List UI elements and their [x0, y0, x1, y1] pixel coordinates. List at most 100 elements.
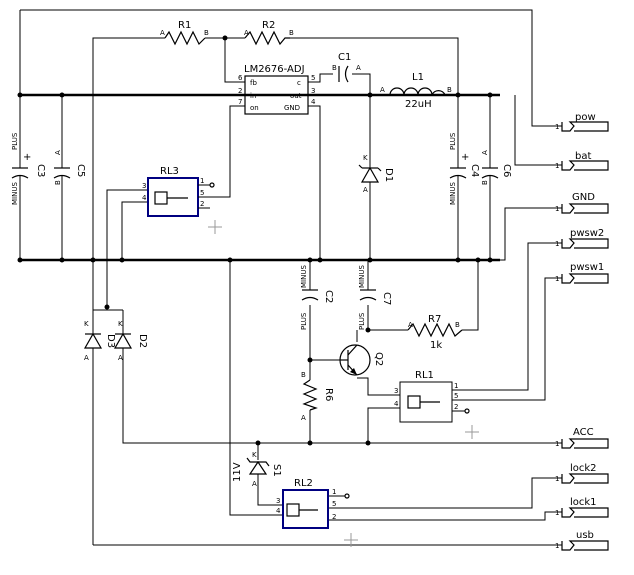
svg-text:C5: C5 [75, 164, 86, 177]
svg-text:A: A [244, 29, 249, 37]
svg-text:6: 6 [238, 74, 243, 82]
svg-text:1: 1 [555, 205, 559, 213]
svg-text:K: K [363, 154, 368, 162]
svg-text:1: 1 [555, 509, 559, 517]
svg-text:fb: fb [250, 79, 257, 87]
connector-bat: bat 1 [555, 151, 609, 171]
diode-d2: D2 K A [113, 310, 148, 362]
svg-text:R2: R2 [262, 20, 275, 31]
svg-text:5: 5 [200, 189, 204, 197]
svg-text:5: 5 [454, 392, 458, 400]
svg-text:MINUS: MINUS [358, 265, 366, 288]
svg-text:Q2: Q2 [373, 352, 384, 366]
svg-text:K: K [84, 320, 89, 328]
svg-text:C2: C2 [323, 290, 334, 303]
ic-lm2676: LM2676-ADJ fb in on c out GND 6 2 7 5 3 … [238, 64, 316, 115]
svg-text:4: 4 [276, 507, 281, 515]
svg-text:PLUS: PLUS [358, 312, 366, 330]
svg-text:1: 1 [200, 177, 204, 185]
connector-usb: usb 1 [555, 530, 609, 551]
capacitor-c3: C3 + PLUS MINUS [11, 132, 46, 205]
svg-text:1: 1 [332, 488, 336, 496]
resistor-r6: R6 B A [301, 371, 334, 422]
svg-text:1: 1 [555, 240, 559, 248]
svg-text:RL2: RL2 [294, 478, 313, 489]
svg-text:22uH: 22uH [405, 99, 432, 110]
capacitor-c6: C6 A B [481, 150, 512, 185]
resistor-r2: R2 A B [244, 20, 294, 46]
svg-text:R1: R1 [178, 20, 191, 31]
svg-text:A: A [301, 414, 306, 422]
resistor-r1: R1 A B [160, 20, 209, 46]
svg-text:2: 2 [454, 403, 458, 411]
svg-text:B: B [481, 180, 489, 185]
svg-text:on: on [250, 104, 259, 112]
svg-text:4: 4 [311, 98, 316, 106]
svg-text:A: A [363, 186, 368, 194]
svg-text:C3: C3 [35, 164, 46, 177]
svg-text:C1: C1 [338, 52, 351, 63]
capacitor-c1: C1 B A [332, 52, 361, 83]
svg-text:1: 1 [454, 382, 458, 390]
svg-text:R7: R7 [428, 314, 441, 325]
svg-text:A: A [54, 150, 62, 155]
svg-text:pwsw1: pwsw1 [570, 262, 604, 273]
svg-text:2: 2 [200, 200, 204, 208]
svg-text:1: 1 [555, 440, 559, 448]
svg-text:R6: R6 [323, 388, 334, 401]
svg-text:D2: D2 [137, 334, 148, 348]
svg-text:GND: GND [284, 104, 300, 112]
svg-text:A: A [481, 150, 489, 155]
svg-text:B: B [301, 371, 306, 379]
svg-text:+: + [23, 152, 31, 163]
origin-marks [208, 220, 479, 547]
svg-text:B: B [447, 86, 452, 94]
svg-text:4: 4 [394, 400, 399, 408]
svg-text:7: 7 [238, 98, 242, 106]
svg-text:1: 1 [555, 475, 559, 483]
svg-text:5: 5 [332, 500, 336, 508]
svg-text:usb: usb [576, 530, 594, 541]
svg-text:pwsw2: pwsw2 [570, 228, 604, 239]
svg-text:1: 1 [555, 275, 559, 283]
svg-text:C7: C7 [381, 292, 392, 305]
svg-text:PLUS: PLUS [300, 312, 308, 330]
capacitor-c7: C7 MINUS PLUS [358, 265, 392, 330]
diode-d3: D3 K A [83, 310, 116, 362]
svg-text:C4: C4 [469, 164, 480, 177]
inductor-l1: L1 22uH A B [380, 72, 452, 110]
svg-text:MINUS: MINUS [300, 265, 308, 288]
svg-text:A: A [408, 321, 413, 329]
svg-text:2: 2 [238, 87, 242, 95]
svg-text:+: + [461, 152, 469, 163]
svg-text:1: 1 [555, 123, 559, 131]
svg-text:5: 5 [311, 74, 315, 82]
svg-text:GND: GND [572, 192, 595, 203]
svg-text:lock1: lock1 [570, 497, 597, 508]
relay-rl2: RL2 1 5 2 3 4 [276, 478, 350, 529]
svg-text:B: B [289, 29, 294, 37]
svg-text:K: K [118, 320, 123, 328]
wires [19, 9, 562, 546]
svg-text:1: 1 [555, 542, 559, 550]
svg-text:A: A [380, 86, 385, 94]
transistor-q2: Q2 [339, 344, 384, 376]
svg-text:A: A [356, 64, 361, 72]
svg-text:A: A [160, 29, 165, 37]
diode-d1: D1 K A [358, 154, 394, 194]
svg-text:3: 3 [394, 387, 398, 395]
svg-text:B: B [332, 64, 337, 72]
svg-text:MINUS: MINUS [11, 182, 19, 205]
junction-dots [17, 35, 493, 446]
capacitor-c4: C4 + PLUS MINUS [449, 132, 480, 205]
svg-text:3: 3 [311, 87, 315, 95]
svg-text:B: B [455, 321, 460, 329]
svg-text:B: B [204, 29, 209, 37]
svg-text:2: 2 [332, 513, 336, 521]
capacitor-c5: C5 A B [53, 150, 86, 185]
svg-text:D1: D1 [383, 168, 394, 182]
zener-s1: S1 11V K A [232, 451, 282, 488]
svg-text:B: B [54, 180, 62, 185]
svg-text:ACC: ACC [573, 427, 594, 438]
svg-text:D3: D3 [105, 334, 116, 348]
